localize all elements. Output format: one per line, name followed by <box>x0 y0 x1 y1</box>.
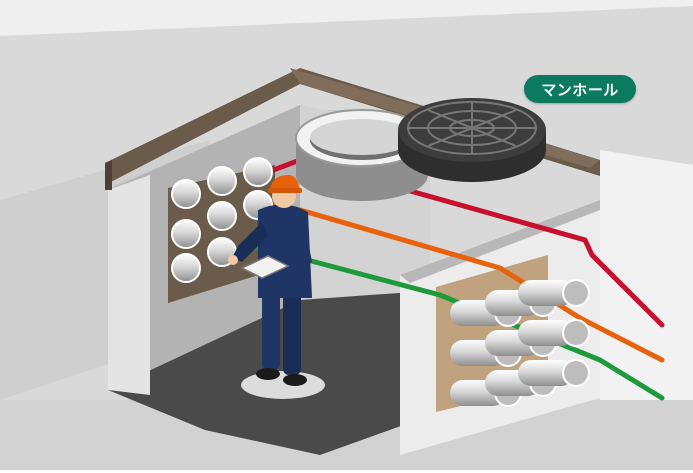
manhole-cover-icon <box>398 98 546 182</box>
pipe-icon <box>172 180 200 208</box>
pipe-icon <box>172 254 200 282</box>
pipe-icon <box>172 220 200 248</box>
pipe-icon <box>208 167 236 195</box>
manhole-label-badge: マンホール <box>524 75 636 103</box>
pipe-icon <box>244 158 272 186</box>
pipe-icon <box>208 202 236 230</box>
